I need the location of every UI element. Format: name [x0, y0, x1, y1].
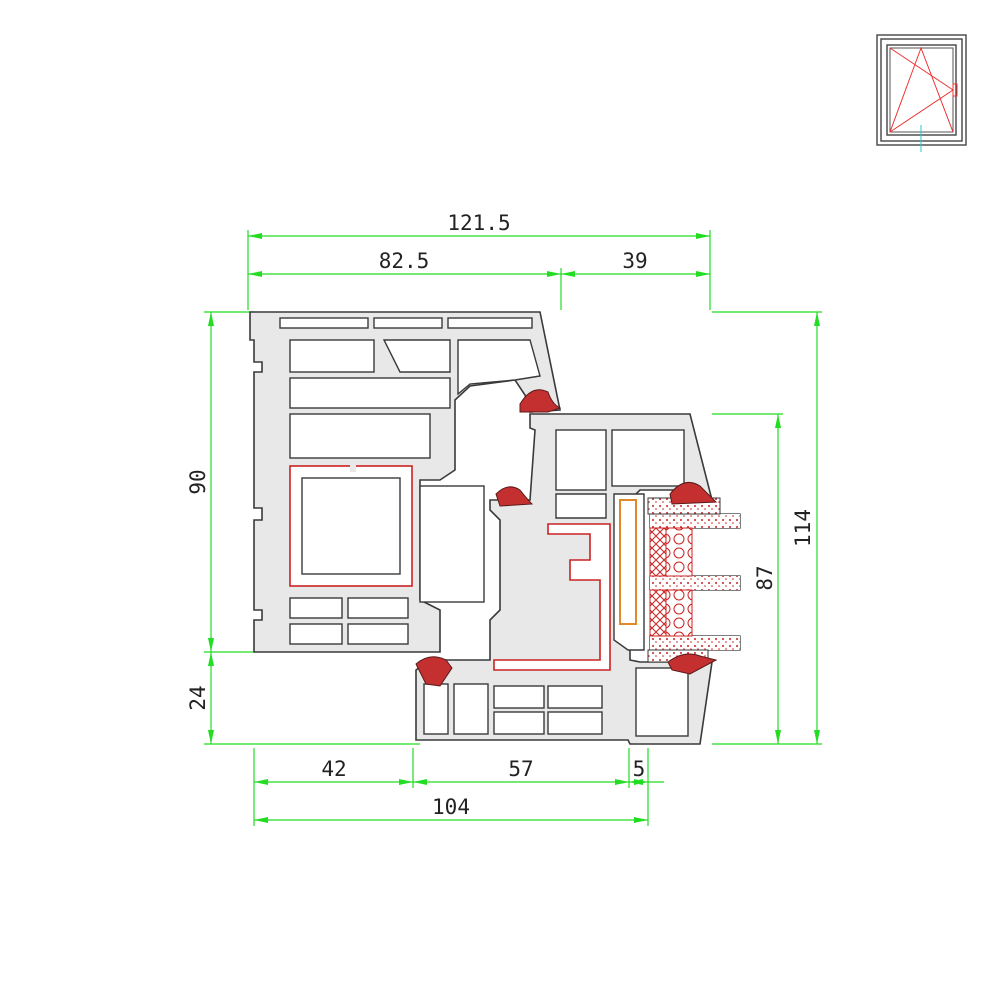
dim-right-part: 5: [633, 757, 646, 781]
dim-glass-height: 87: [753, 565, 777, 590]
tilt-turn-window-icon: [876, 34, 967, 152]
dim-frame-width: 82.5: [379, 249, 430, 273]
dimension-lines: [204, 230, 822, 826]
dim-frame-height: 90: [186, 469, 210, 494]
dim-middle-part: 57: [508, 757, 533, 781]
dim-sash-offset: 39: [622, 249, 647, 273]
gasket-middle: [495, 486, 534, 507]
dim-total-height: 114: [791, 509, 815, 547]
glass-unit: [647, 497, 741, 663]
dim-bottom-height: 24: [186, 685, 210, 710]
frame-profile: [249, 311, 561, 653]
gaskets: [415, 389, 718, 687]
sash-profile: [415, 413, 713, 745]
dim-left-part: 42: [321, 757, 346, 781]
gasket-bottom: [415, 656, 453, 687]
gasket-top: [519, 389, 562, 413]
gasket-glass-top: [669, 481, 718, 505]
dim-bottom-total: 104: [432, 795, 470, 819]
dim-total-width: 121.5: [447, 211, 510, 235]
gasket-glass-bottom: [667, 653, 718, 675]
